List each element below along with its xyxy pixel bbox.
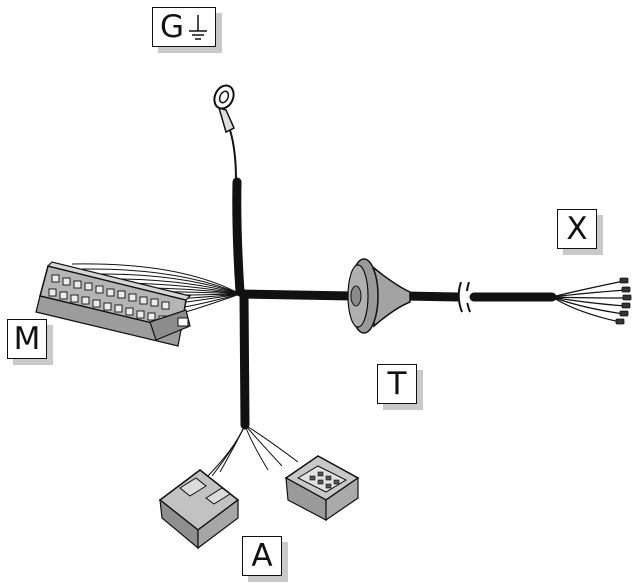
wire-fanout-x — [551, 280, 628, 323]
label-accessory-text: A — [242, 536, 282, 576]
label-ground-text: G — [160, 8, 185, 45]
label-ground: G — [152, 7, 222, 53]
label-main-connector-text: M — [7, 319, 47, 359]
label-grommet: T — [377, 364, 423, 410]
accessory-connector-left — [158, 469, 240, 550]
wire-terminals-x — [615, 277, 632, 325]
ring-terminal — [213, 84, 237, 181]
label-grommet-text: T — [377, 364, 417, 404]
label-external: X — [557, 209, 603, 255]
cable-break — [457, 281, 471, 313]
accessory-connector-right — [284, 455, 360, 522]
label-external-text: X — [557, 209, 597, 249]
wire-fanout-a — [203, 424, 299, 481]
main-connector — [35, 261, 192, 347]
ground-symbol-icon — [189, 15, 207, 40]
grommet — [347, 258, 411, 334]
label-accessory: A — [242, 536, 288, 582]
harness-trunk — [232, 177, 557, 430]
label-main-connector: M — [7, 319, 53, 365]
